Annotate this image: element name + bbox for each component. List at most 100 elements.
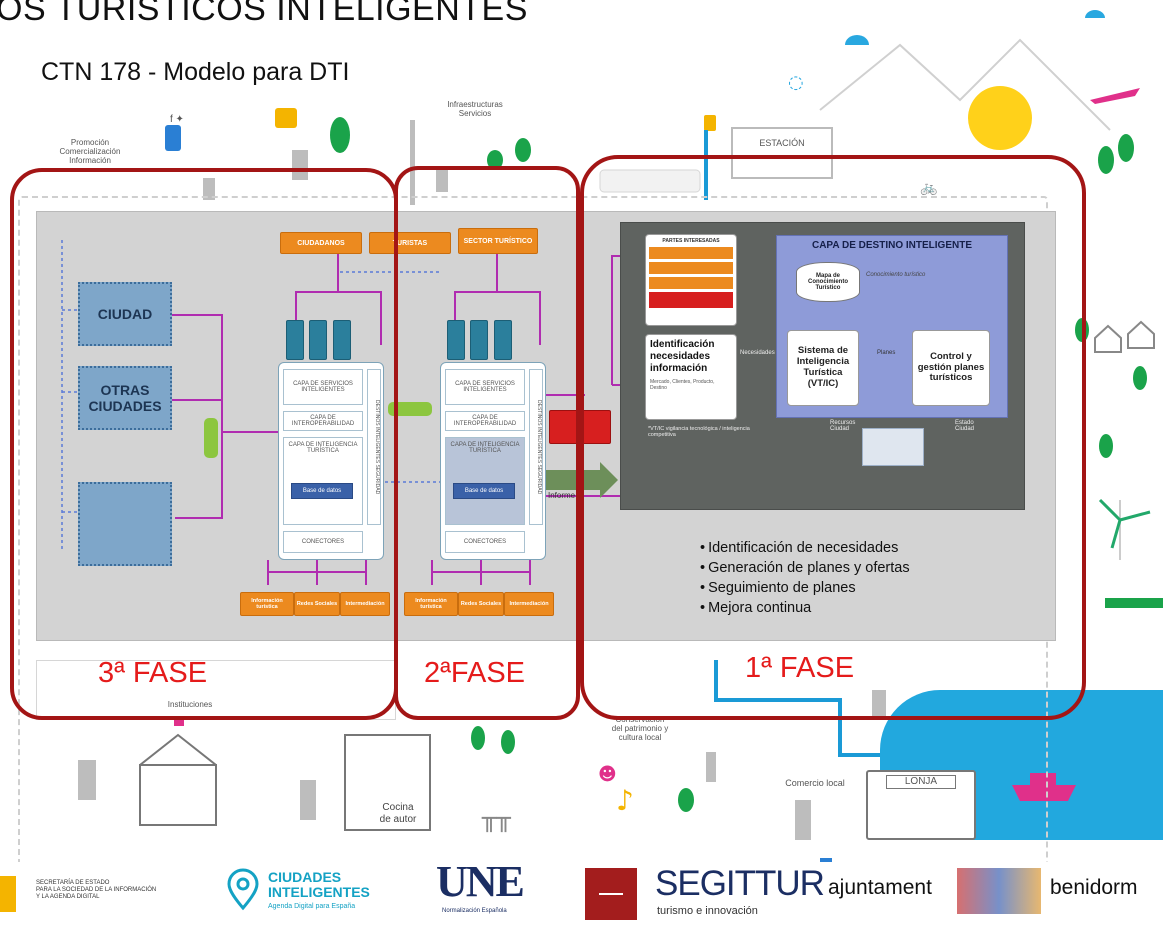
wind-turbine-blades bbox=[1098, 498, 1151, 549]
sun-icon bbox=[968, 86, 1032, 150]
partes-interesadas-card: PARTES INTERESADAS bbox=[645, 234, 737, 326]
tree-icon bbox=[501, 730, 515, 754]
tree-icon bbox=[1099, 434, 1113, 458]
stakeholder-item bbox=[649, 262, 733, 274]
phase-3-label: 3ª FASE bbox=[98, 657, 208, 689]
platform-node bbox=[78, 482, 172, 566]
conocimiento-label: Conocimiento turístico bbox=[866, 272, 926, 278]
bullet-item: Identificación de necesidades bbox=[700, 538, 910, 558]
wifi-icon: ◌ bbox=[788, 72, 804, 93]
solar-panel-icon bbox=[1105, 598, 1163, 608]
mapa-conocimiento-node: Mapa de Conocimiento Turístico bbox=[796, 262, 860, 302]
green-connector bbox=[388, 402, 432, 416]
otras-ciudades-node: OTRAS CIUDADES bbox=[78, 366, 172, 430]
phase-2-frame bbox=[394, 166, 580, 720]
segittur-emblem bbox=[585, 868, 637, 920]
airplane-icon bbox=[1090, 88, 1140, 104]
stack-layer: CONECTORES bbox=[283, 531, 363, 553]
bullet-item: Mejora continua bbox=[700, 598, 910, 618]
column-icon bbox=[706, 752, 716, 782]
informe-label: Informe bbox=[548, 491, 576, 500]
person-icon bbox=[795, 800, 811, 840]
house-icon bbox=[1094, 324, 1122, 353]
une-logo: UNE bbox=[436, 857, 525, 906]
data-cylinder bbox=[286, 320, 304, 360]
shopping-bag-icon bbox=[820, 858, 832, 862]
sistema-inteligencia-node: Sistema de Inteligencia Turística (VT/IC… bbox=[787, 330, 859, 406]
touch-hand-icon bbox=[704, 115, 716, 131]
identificacion-sub: Mercado, Clientes, Producto, Destino bbox=[650, 379, 715, 391]
cafe-table-icon: ╥╥ bbox=[481, 804, 511, 833]
station-building bbox=[731, 127, 833, 179]
stack-layer: CAPA DE INTELIGENCIA TURÍSTICA bbox=[445, 437, 525, 525]
chat-bubble-icon bbox=[275, 108, 297, 128]
flag-icon bbox=[174, 720, 184, 726]
river-path bbox=[714, 660, 880, 757]
redes-sociales-box: Redes Sociales bbox=[458, 592, 504, 616]
phase-1-label: 1ª FASE bbox=[745, 652, 855, 684]
chef-icon bbox=[300, 780, 316, 820]
person-icon bbox=[436, 168, 448, 192]
ciudades-sub: Agenda Digital para España bbox=[268, 903, 356, 910]
stack-layer: CAPA DE SERVICIOS INTELIGENTES bbox=[283, 369, 363, 405]
gobierno-emblem bbox=[0, 876, 16, 912]
data-cylinder bbox=[494, 320, 512, 360]
une-sub: Normalización Española bbox=[442, 908, 507, 914]
stack-layer: CAPA DE SERVICIOS INTELIGENTES bbox=[445, 369, 525, 405]
mountains bbox=[819, 38, 1111, 131]
phase-1-frame bbox=[580, 155, 1086, 720]
person-icon bbox=[203, 178, 215, 200]
stack-layer: CAPA DE INTEROPERABILIDAD bbox=[445, 411, 525, 431]
tree-icon bbox=[471, 726, 485, 750]
person-icon bbox=[292, 150, 308, 180]
intermediacion-box: Intermediación bbox=[504, 592, 554, 616]
identificacion-card: Identificación necesidades información M… bbox=[645, 334, 737, 420]
info-turistica-box: Información turística bbox=[404, 592, 458, 616]
ship-icon bbox=[1012, 773, 1076, 801]
intermediacion-box: Intermediación bbox=[340, 592, 390, 616]
theatre-mask-icon: ☻ bbox=[598, 764, 617, 785]
stack-layer: CAPA DE INTEROPERABILIDAD bbox=[283, 411, 363, 431]
tree-icon bbox=[1098, 146, 1114, 174]
partes-label: PARTES INTERESADAS bbox=[662, 238, 720, 244]
stakeholder-item bbox=[649, 277, 733, 289]
bicycle-icon: 🚲 bbox=[920, 180, 937, 196]
tree-icon bbox=[330, 117, 350, 153]
phase-bullets: Identificación de necesidades Generación… bbox=[700, 538, 910, 618]
stakeholder-item bbox=[649, 292, 733, 308]
city-dashboard-icon bbox=[862, 428, 924, 466]
ciudades-inteligentes-logo: CIUDADES INTELIGENTES bbox=[268, 869, 370, 900]
data-cylinder bbox=[447, 320, 465, 360]
person-icon bbox=[872, 690, 886, 720]
tree-icon bbox=[487, 150, 503, 170]
stack-layer: CAPA DE INTELIGENCIA TURÍSTICA bbox=[283, 437, 363, 525]
svg-text:de autor: de autor bbox=[380, 814, 417, 825]
control-gestion-node: Control y gestión planes turísticos bbox=[912, 330, 990, 406]
redes-sociales-box: Redes Sociales bbox=[294, 592, 340, 616]
comercio-label: Comercio local bbox=[785, 778, 845, 788]
sector-turistico-box: SECTOR TURÍSTICO bbox=[458, 228, 538, 254]
restaurant-building bbox=[344, 734, 431, 831]
cloud-icon bbox=[845, 35, 869, 45]
secretaria-logo: SECRETARÍA DE ESTADO PARA LA SOCIEDAD DE… bbox=[36, 880, 157, 901]
phone-icon bbox=[165, 125, 181, 151]
person-icon bbox=[78, 760, 96, 800]
dti-title: CAPA DE DESTINO INTELIGENTE bbox=[811, 240, 972, 251]
tree-icon bbox=[515, 138, 531, 162]
page-subtitle: CTN 178 - Modelo para DTI bbox=[41, 58, 350, 86]
ciudad-node: CIUDAD bbox=[78, 282, 172, 346]
recursos-label: Recursos Ciudad bbox=[830, 420, 856, 432]
town-hall-building bbox=[139, 764, 217, 826]
estado-label: Estado Ciudad bbox=[955, 420, 975, 432]
lonja-building: LONJA bbox=[866, 770, 976, 840]
stack-side: DESTINOS INTELIGENTES SEGURIDAD bbox=[529, 369, 543, 525]
ciudadanos-box: CIUDADANOS bbox=[280, 232, 362, 254]
phase-2-label: 2ªFASE bbox=[424, 657, 526, 689]
cocina-label: Cocina bbox=[382, 802, 414, 813]
turistas-box: TURISTAS bbox=[369, 232, 451, 254]
tree-icon bbox=[1118, 134, 1134, 162]
segittur-sub: turismo e innovación bbox=[657, 905, 758, 917]
database-box: Base de datos bbox=[291, 483, 353, 499]
tree-icon bbox=[678, 788, 694, 812]
